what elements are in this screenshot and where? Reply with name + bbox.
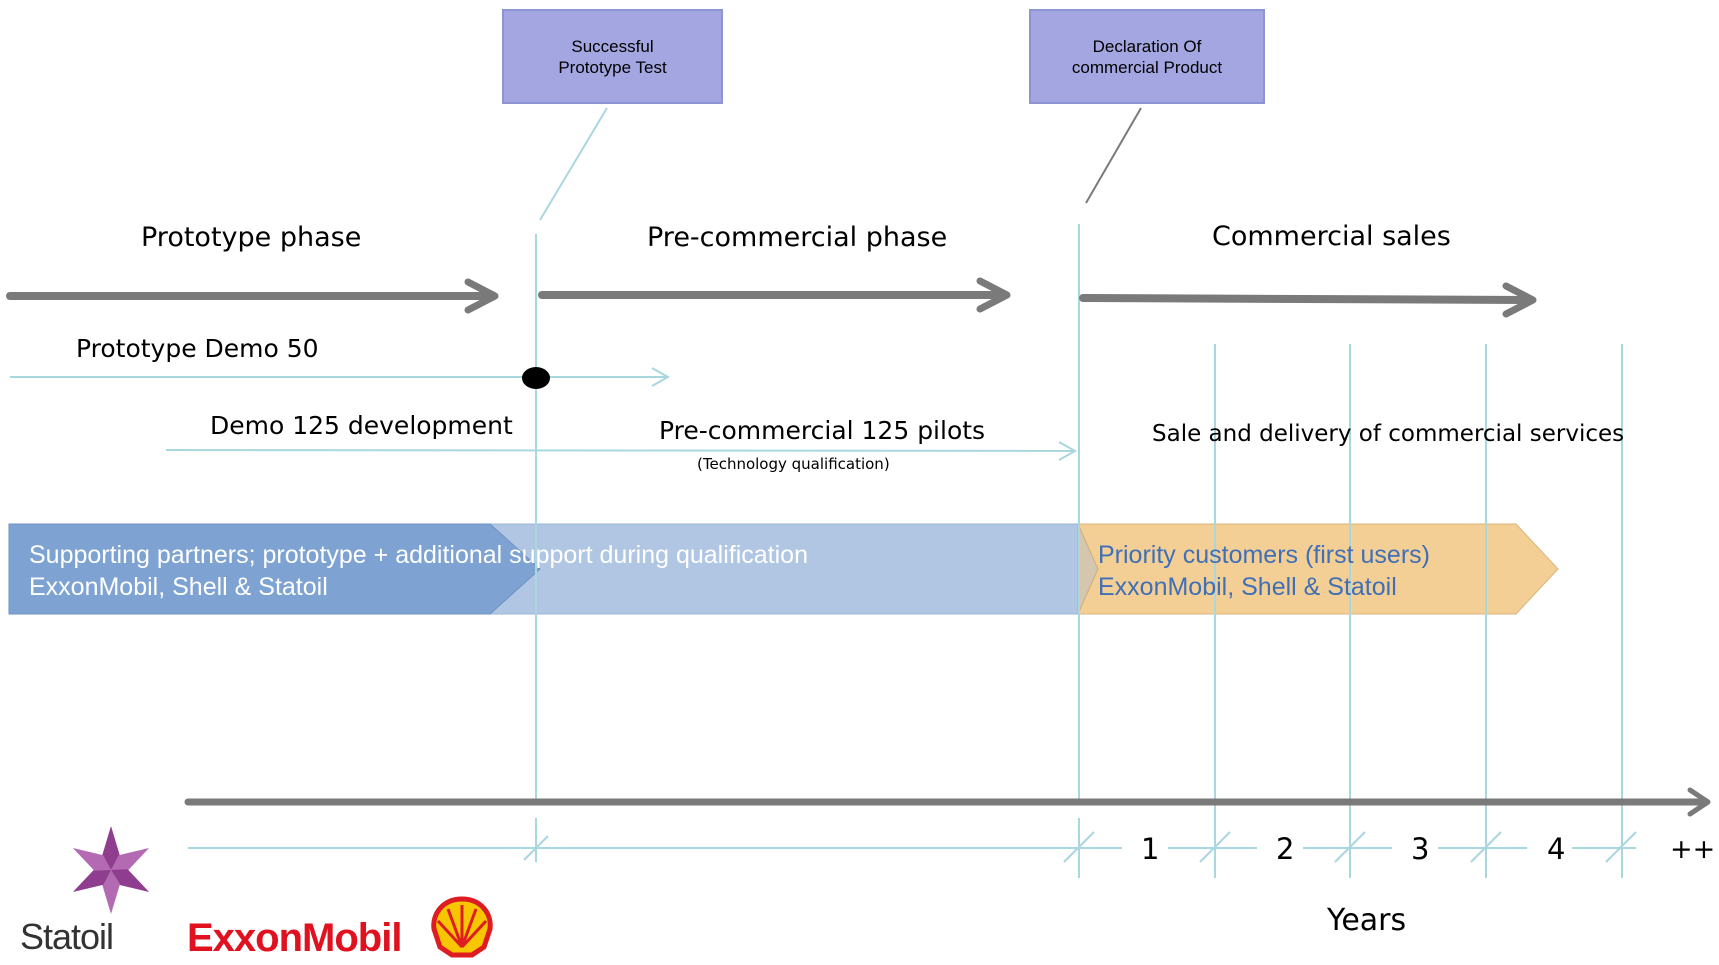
callout-leader-commercial (1085, 107, 1142, 204)
callout-line: Successful (571, 36, 654, 56)
callout-line: Prototype Test (558, 57, 667, 77)
callout-line: commercial Product (1071, 57, 1223, 77)
callout-successful-prototype-test: Successful Prototype Test (502, 9, 723, 104)
partners-band-dark (8, 523, 541, 615)
exxonmobil-logo-text: ExxonMobil (187, 916, 402, 960)
customers-band-line: ExxonMobil, Shell & Statoil (1098, 573, 1397, 601)
track-label-pilots: Pre-commercial 125 pilots (659, 416, 986, 445)
phase-label-commercial-sales: Commercial sales (1212, 221, 1451, 252)
prototype-phase-arrow (6, 278, 499, 314)
year-label-plusplus: ++ (1670, 834, 1716, 865)
shell-logo-icon (431, 896, 493, 958)
demo50-track-arrow (10, 367, 671, 387)
track-label-demo50: Prototype Demo 50 (76, 334, 319, 363)
demo50-milestone-dot (522, 367, 550, 389)
callout-leader-prototype (539, 107, 608, 221)
statoil-logo-text: Statoil (20, 916, 114, 957)
customers-band-line: Priority customers (first users) (1098, 541, 1430, 569)
track-label-sales: Sale and delivery of commercial services (1152, 421, 1625, 447)
year-label-4: 4 (1547, 832, 1566, 866)
partners-band-line: Supporting partners; prototype + additio… (29, 541, 808, 569)
precommercial-phase-arrow (538, 277, 1011, 313)
customers-band-text: Priority customers (first users) ExxonMo… (1098, 539, 1430, 603)
year-label-3: 3 (1411, 832, 1430, 866)
partners-band-text: Supporting partners; prototype + additio… (29, 539, 808, 603)
statoil-logo-icon (72, 826, 150, 914)
year-label-2: 2 (1276, 832, 1295, 866)
axis-label-years: Years (1327, 903, 1407, 938)
commercial-sales-arrow (1079, 282, 1537, 318)
callout-declaration-commercial-product: Declaration Of commercial Product (1029, 9, 1265, 104)
year-scale (188, 831, 1637, 863)
year-label-1: 1 (1141, 832, 1160, 866)
partners-band-line: ExxonMobil, Shell & Statoil (29, 573, 328, 601)
time-axis-arrow (184, 787, 1711, 817)
demo125-track-arrow (165, 441, 1078, 461)
phase-label-precommercial: Pre-commercial phase (647, 222, 948, 253)
customers-band-notch (1078, 524, 1098, 614)
track-label-demo125-dev: Demo 125 development (210, 411, 513, 440)
phase-label-prototype: Prototype phase (141, 222, 362, 253)
track-label-pilots-note: (Technology qualification) (697, 455, 890, 473)
callout-line: Declaration Of (1092, 36, 1202, 56)
